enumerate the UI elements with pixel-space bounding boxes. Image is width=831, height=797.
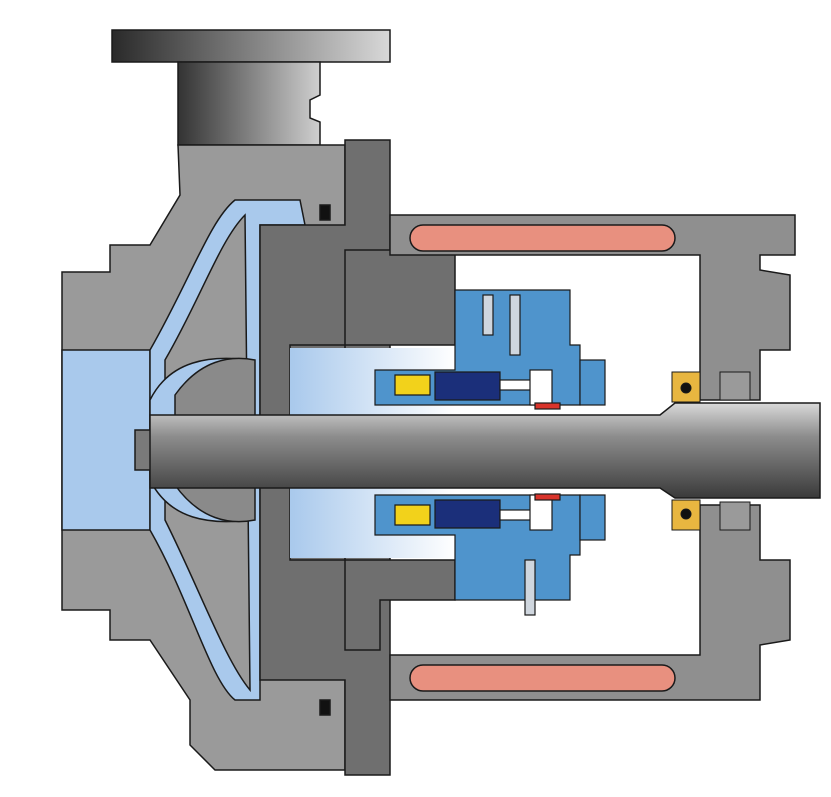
discharge-flange	[111, 29, 391, 146]
shaft	[149, 402, 821, 499]
bearing-pad-top	[409, 224, 676, 252]
rolling-bearing	[671, 371, 751, 531]
mechanical-seal	[374, 289, 606, 616]
bearing-pad-bottom	[409, 664, 676, 692]
